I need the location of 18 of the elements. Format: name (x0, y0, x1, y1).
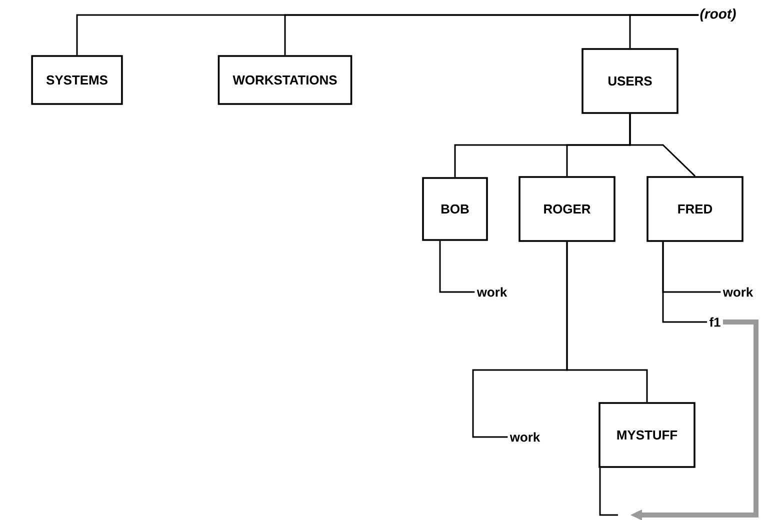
directory-box: WORKSTATIONS (218, 55, 352, 105)
tree-line (439, 240, 475, 293)
file-label: work (510, 432, 540, 442)
directory-box: SYSTEMS (31, 55, 123, 105)
root-label: (root) (700, 8, 736, 22)
tree-line (599, 468, 618, 516)
file-label: work (722, 287, 754, 297)
tree-line (629, 114, 696, 177)
directory-box: ROGER (518, 176, 616, 242)
tree-line (662, 242, 708, 323)
file-label: f1 (709, 317, 720, 327)
directory-box: BOB (422, 177, 488, 241)
directory-box: MYSTUFF (598, 402, 696, 468)
file-label: work (476, 287, 508, 297)
tree-line (629, 14, 699, 48)
directory-box: USERS (582, 48, 678, 114)
directory-box: FRED (646, 176, 744, 242)
tree-line (566, 242, 648, 402)
